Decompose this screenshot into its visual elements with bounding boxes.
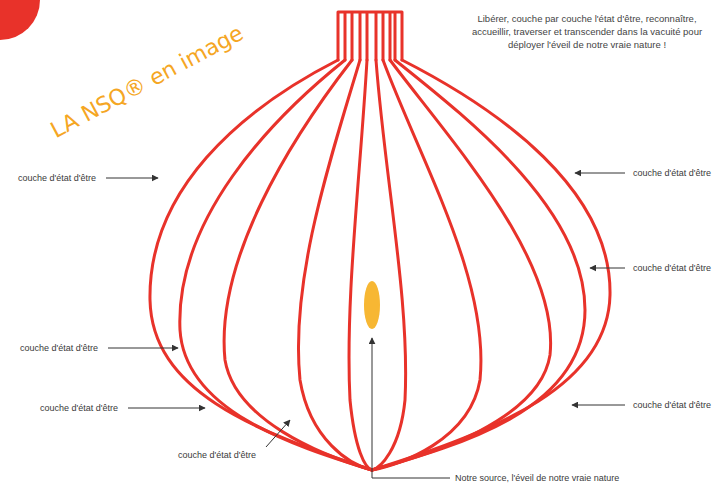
layer-label: couche d'état d'être <box>40 402 118 414</box>
layer-label: couche d'état d'être <box>633 262 711 274</box>
leader-lines <box>106 173 625 478</box>
corner-circle <box>0 0 40 40</box>
layer-label: couche d'état d'être <box>633 167 711 179</box>
onion-layers <box>150 12 610 470</box>
rotated-title: LA NSQ® en image <box>46 20 247 143</box>
source-core <box>364 281 380 329</box>
layer-label: couche d'état d'être <box>20 342 98 354</box>
layer-label: couche d'état d'être <box>18 172 96 184</box>
source-label: Notre source, l'éveil de notre vraie nat… <box>455 472 619 484</box>
layer-label: couche d'état d'être <box>633 399 711 411</box>
intro-note: Libérer, couche par couche l'état d'être… <box>462 12 712 51</box>
layer-label: couche d'état d'être <box>178 449 256 461</box>
